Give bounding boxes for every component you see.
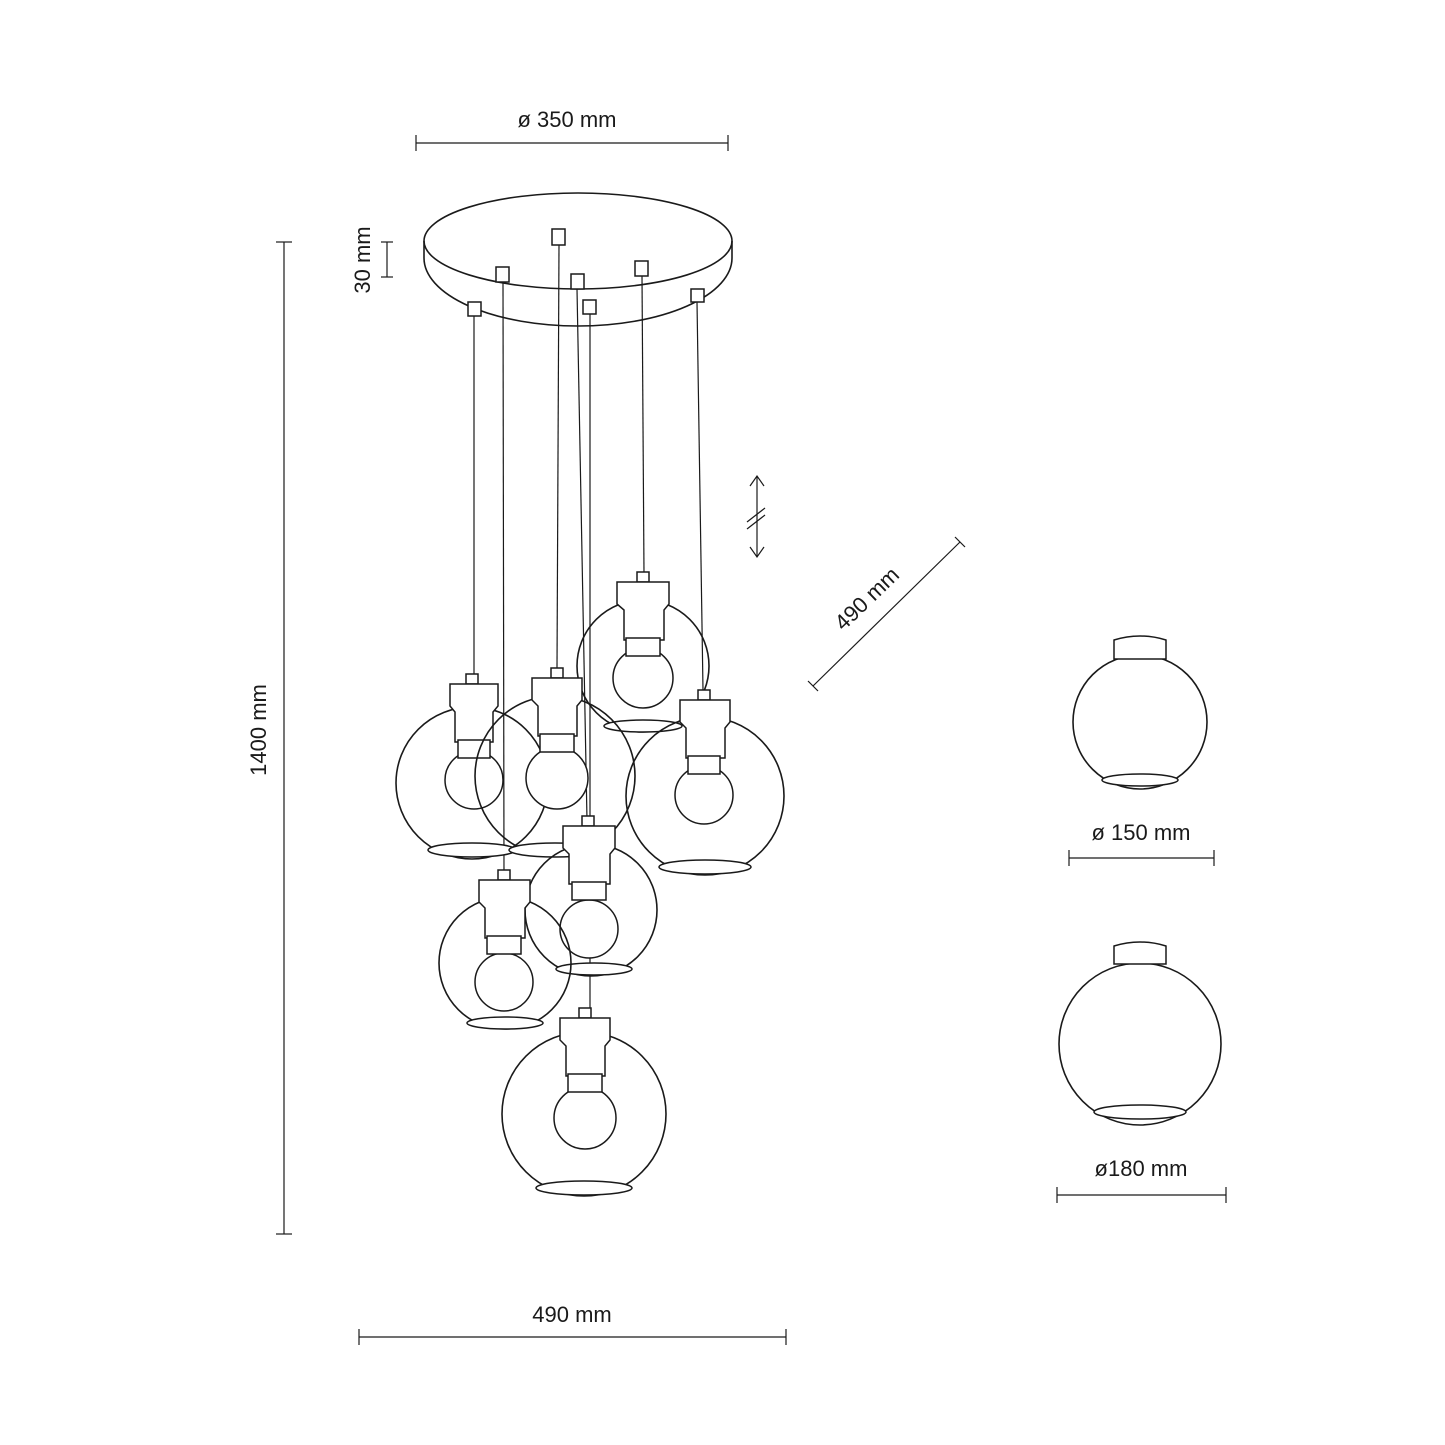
canopy-diameter-label: ø 350 mm (517, 107, 616, 132)
globe-shade-5 (524, 815, 658, 977)
total-height-dimension: 1400 mm (246, 241, 292, 1235)
canopy-height-label: 30 mm (350, 226, 375, 293)
cluster-width-dimension: 490 mm (358, 1302, 787, 1345)
adjustable-length-icon (746, 474, 766, 559)
cluster-width-label: 490 mm (532, 1302, 611, 1327)
globe-shade-6 (438, 869, 572, 1030)
small-shade-detail: ø 150 mm (1068, 635, 1215, 866)
globe-shade-2 (395, 673, 549, 860)
globe-shade-1 (576, 571, 710, 733)
globe-shade-4 (625, 689, 785, 876)
cluster-depth-dimension: 490 mm (807, 536, 966, 692)
globe-shade-7 (501, 1007, 667, 1197)
cable-anchors (467, 228, 705, 317)
large-shade-detail: ø180 mm (1056, 941, 1227, 1203)
small-shade-diameter-label: ø 150 mm (1091, 820, 1190, 845)
canopy-height-dimension: 30 mm (350, 226, 393, 294)
cluster-depth-label: 490 mm (830, 562, 905, 635)
large-shade-diameter-label: ø180 mm (1095, 1156, 1188, 1181)
globe-shade-3 (474, 667, 636, 858)
canopy-diameter-dimension: ø 350 mm (415, 107, 729, 151)
total-height-label: 1400 mm (246, 684, 271, 776)
